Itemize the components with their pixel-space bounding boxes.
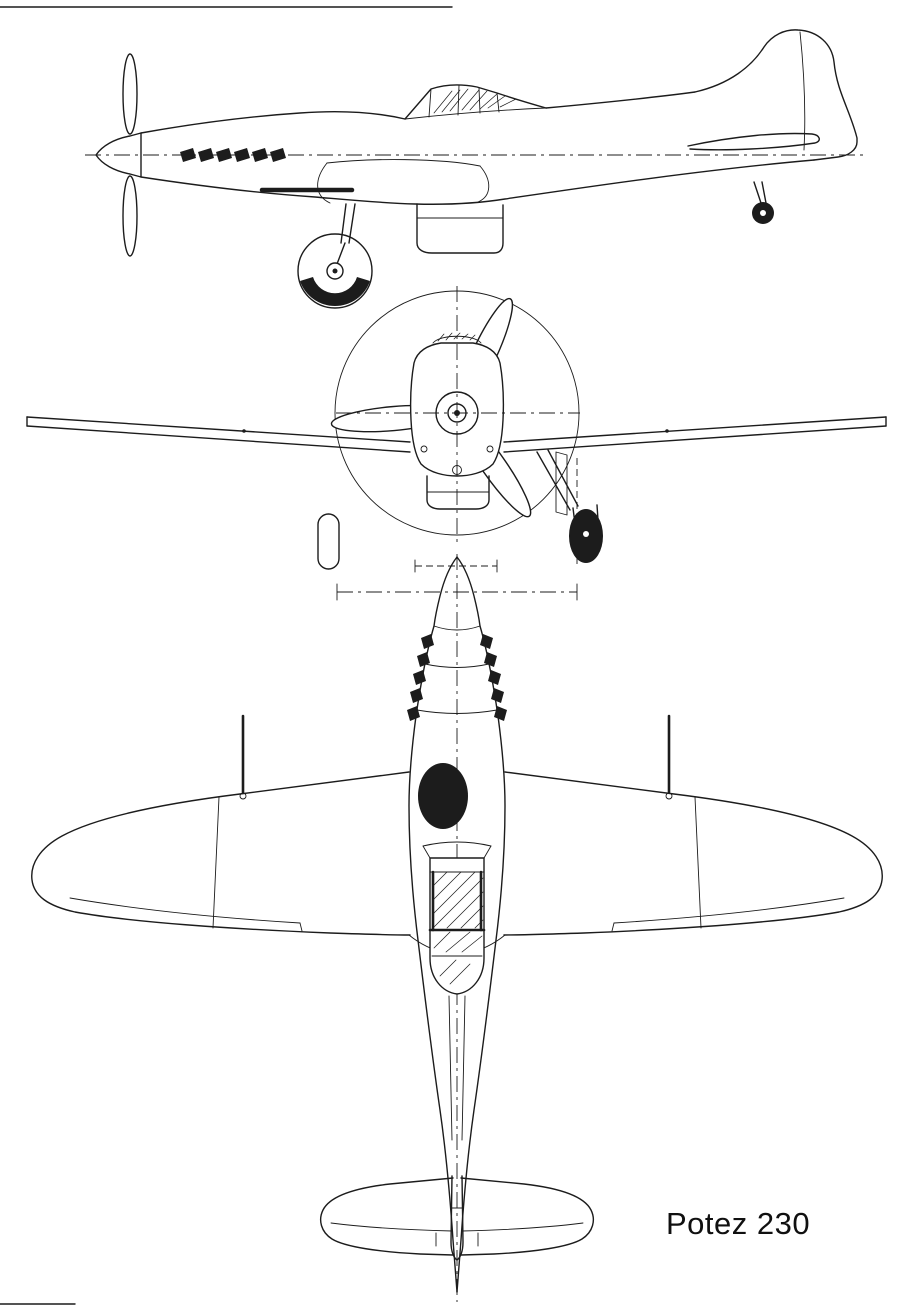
tail-wheel-side: [752, 181, 774, 224]
canopy-side: [404, 84, 547, 120]
wing-root-side: [259, 159, 490, 204]
tail-fin-side: [694, 29, 858, 161]
canopy-hatching-side: [433, 88, 517, 114]
fuselage-side: [140, 91, 815, 205]
propeller-side: [122, 53, 138, 257]
wheel-cover-front: [317, 513, 340, 570]
front-view: [26, 286, 887, 601]
radiator-side: [416, 203, 504, 254]
plan-view: [31, 554, 883, 1302]
scan-artifact-lines: [0, 6, 453, 1305]
gun-trough-hatching: [437, 332, 476, 342]
exhaust-stubs-plan: [407, 634, 507, 721]
caption: Potez 230: [666, 1206, 811, 1241]
main-wheel-side: [297, 203, 373, 309]
intake-plan: [418, 763, 468, 829]
wings-front: [26, 416, 887, 453]
exhaust-stubs-side: [180, 148, 286, 162]
wings-plan: [31, 771, 883, 936]
tailplane-side: [687, 132, 820, 151]
fin-plan: [450, 1175, 464, 1261]
canopy-plan: [422, 841, 492, 995]
landing-gear-front: [536, 449, 603, 566]
tailplane-plan: [320, 1177, 594, 1256]
side-view: [85, 29, 868, 309]
canopy-hatching-plan: [432, 871, 484, 985]
